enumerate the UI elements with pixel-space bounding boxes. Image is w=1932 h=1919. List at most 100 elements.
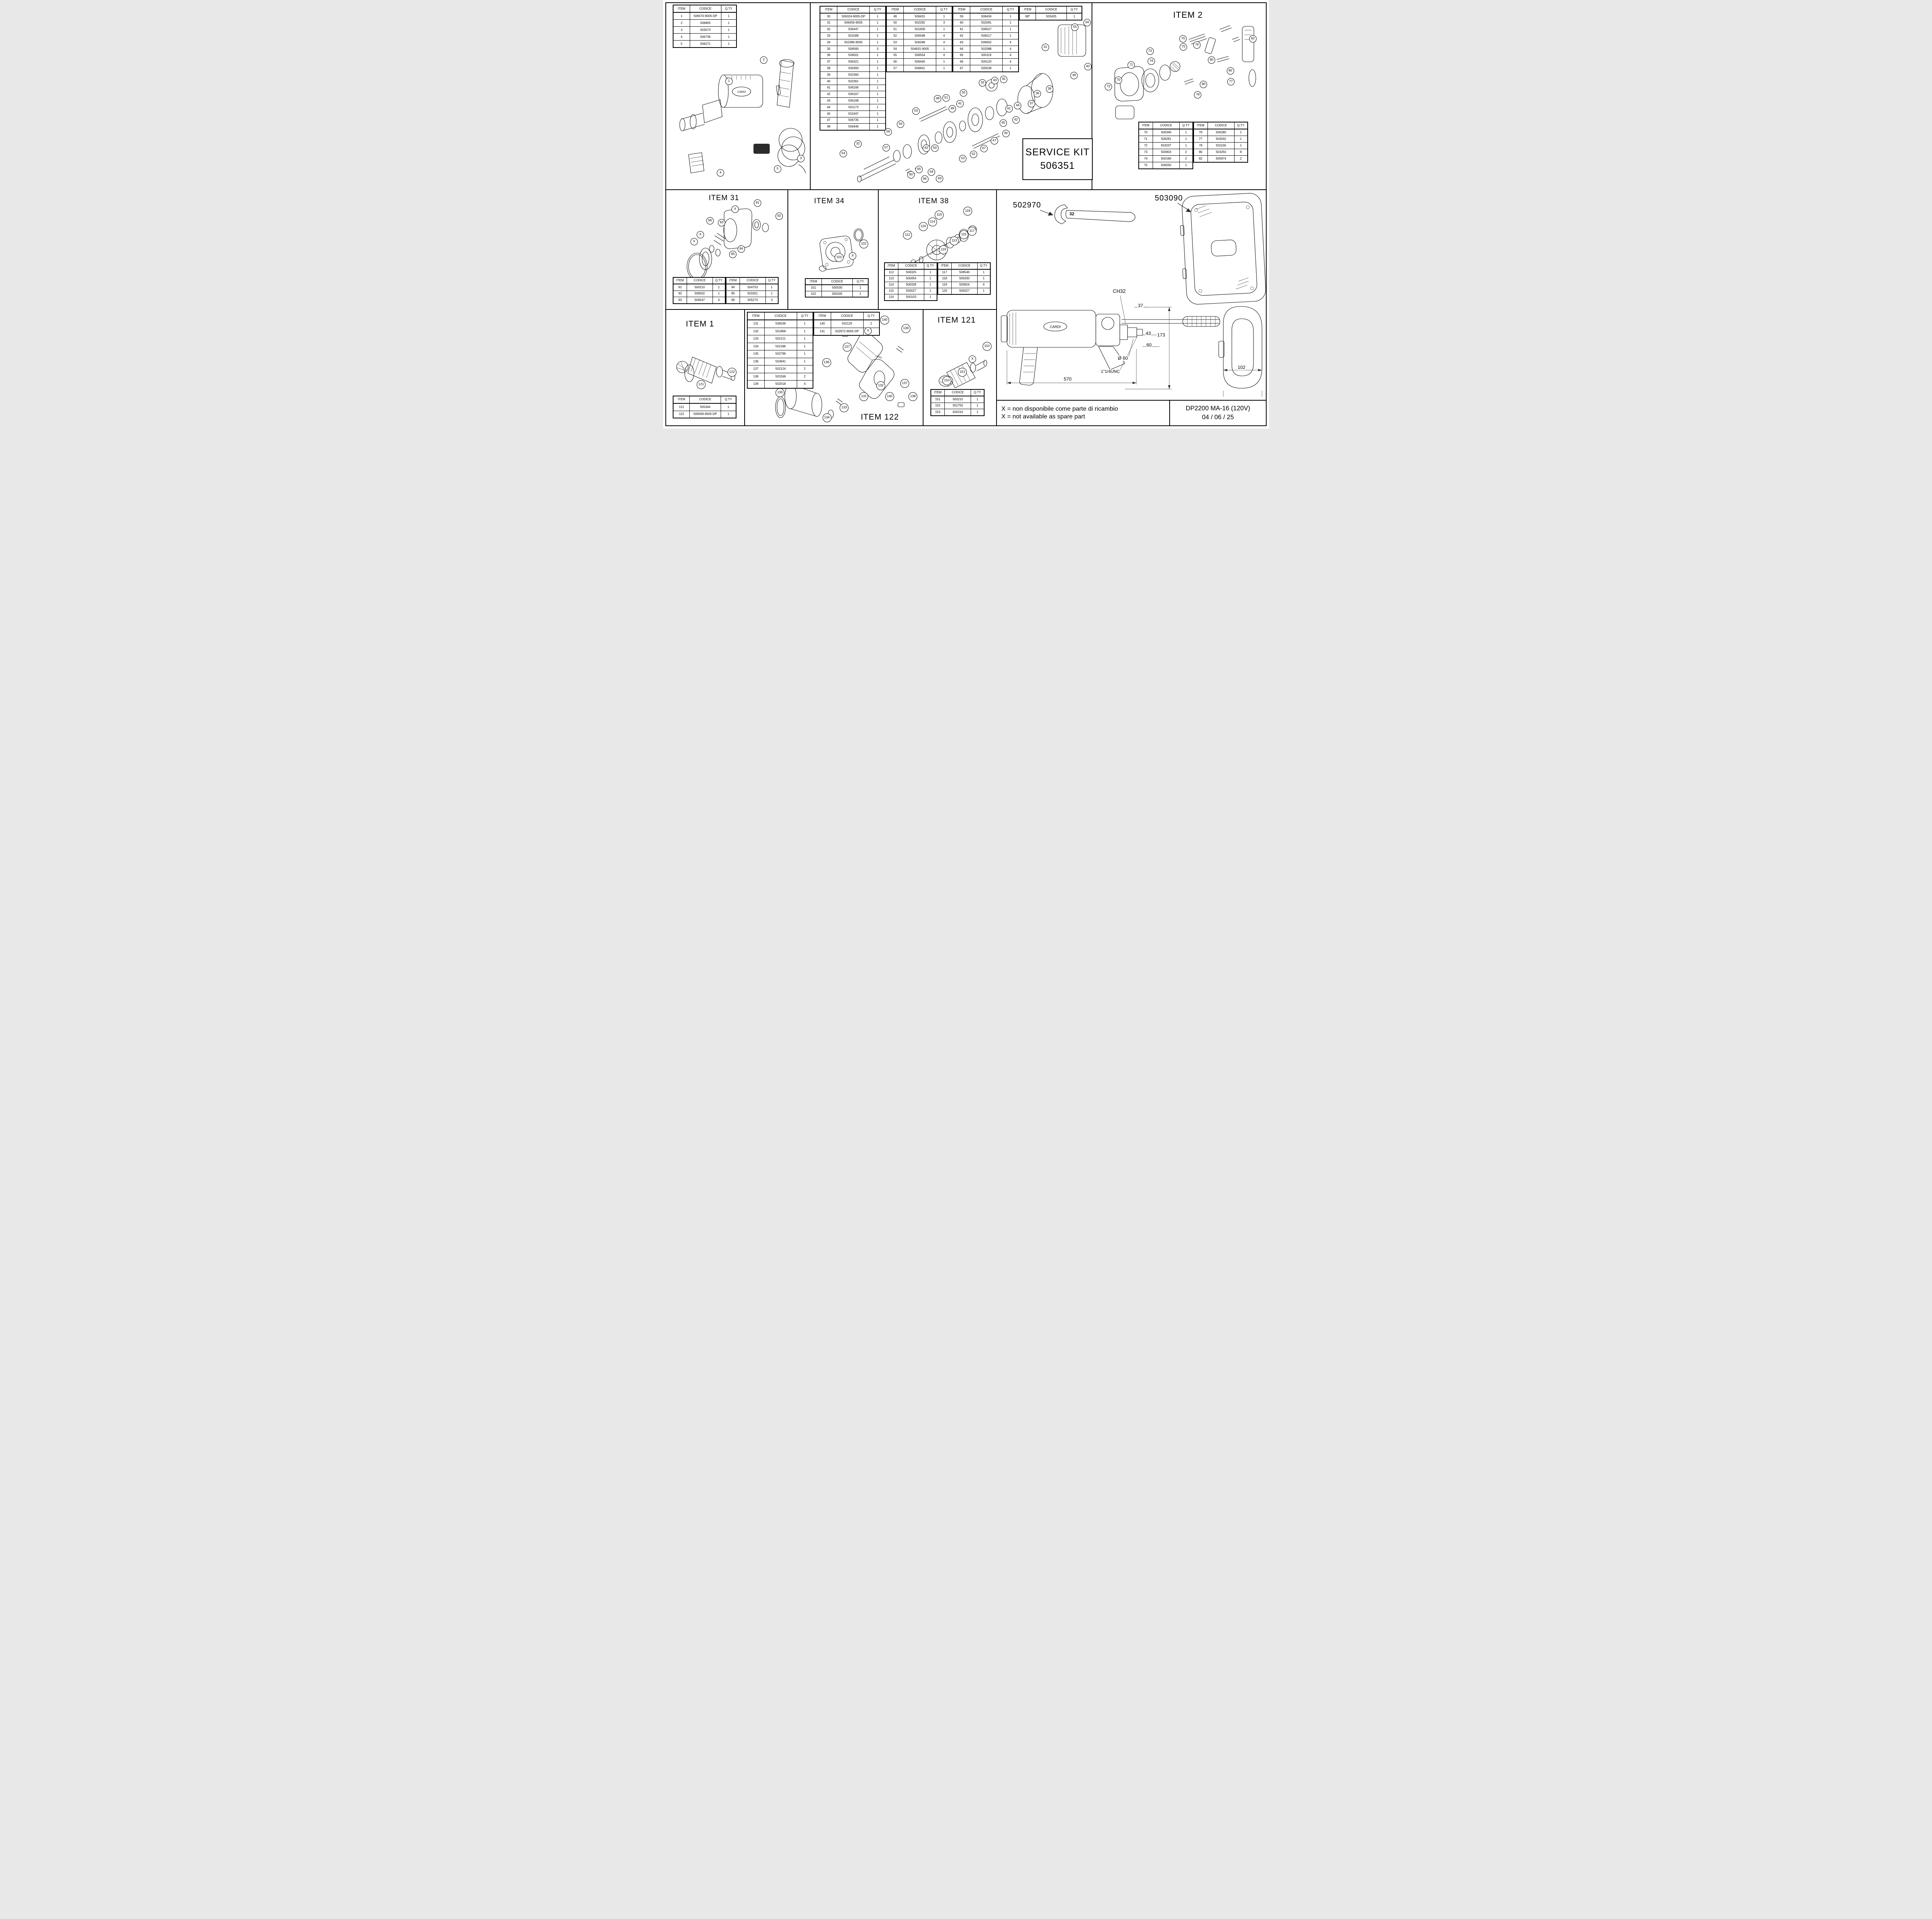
divider-v-item1 [744,309,745,426]
callout-balloon-50: 50 [931,144,939,152]
table-cell: 2 [1179,155,1193,162]
table-cell: 4 [1002,39,1019,46]
table-header-cell: Q.TY [923,262,937,270]
table-header-cell: ITEM [726,277,740,284]
table-cell: 1 [869,19,886,27]
table-cell: 4 [796,380,813,388]
table-cell: 1 [796,342,813,350]
table-cell: 500048 [903,32,937,39]
callout-balloon-102: 102 [859,239,868,248]
table-header-cell: ITEM [813,312,831,320]
table-cell: 501589 [837,32,870,39]
callout-balloon-152: 152 [982,342,992,351]
callout-balloon-52: 52 [969,151,977,158]
callout-balloon-94: 94 [737,245,745,253]
table-cell: 506502 [687,290,713,297]
table-cell: 500119 [970,52,1003,59]
table-cell: 4 [936,39,952,46]
dim-thread: 1"1/4UNC [1100,369,1121,374]
table-cell: 505344 [689,403,721,411]
callout-balloon-72: 72 [1105,83,1112,90]
table-cell: 504753 [740,284,766,291]
table-cell: 1 [765,284,779,291]
accessories-drawing: 32 [1039,193,1266,304]
table-cell: 132 [747,327,765,335]
table-cell: 30 [820,13,838,20]
callout-balloon-132: 132 [876,381,885,391]
table-cell: 114 [884,281,898,288]
table-cell: 136 [747,357,765,365]
table-cell: 112 [884,269,898,276]
table-cell: 134 [747,342,765,350]
table-header-cell: Q.TY [721,5,737,13]
table-cell: 48 [820,123,838,131]
table-cell: 502972-9005-DP [830,327,864,336]
callout-balloon-60: 60 [907,171,915,178]
callout-balloon-116: 116 [935,211,944,220]
table-cell: 1 [936,65,952,72]
table-cell: 113 [884,275,898,282]
table-header-cell: ITEM [1138,122,1153,129]
table-cell: 1 [869,39,886,46]
callout-balloon-114: 114 [928,218,937,227]
table-header-cell: CODICE [821,278,853,285]
callout-balloon-91: 91 [753,199,761,207]
callout-balloon-137: 137 [842,342,852,352]
dim-height: 173 [1157,332,1166,338]
table-cell: 94 [726,284,740,291]
table-cell: 502091 [970,19,1003,27]
table-header-cell: CODICE [687,277,713,284]
table-cell: 1 [721,26,737,34]
model-number: DP2200 MA-16 (120V) [1185,405,1250,412]
table-cell: 501750 [944,402,971,409]
svg-text:CARDI: CARDI [737,91,746,93]
table-header-cell: ITEM [673,5,690,13]
table-cell: 506348 [903,39,937,46]
table-cell: 1 [869,91,886,98]
callout-balloon-121: 121 [697,380,706,389]
callout-balloon-122: 122 [727,367,736,377]
callout-balloon-138: 138 [908,392,918,401]
table-cell: 8 [1234,149,1248,156]
table-cell: 139 [747,380,765,388]
table-cell: 1 [1234,129,1248,136]
callout-balloon-38: 38 [1070,71,1078,79]
callout-balloon-71: 71 [1128,61,1135,69]
callout-balloon-153: 153 [942,376,951,386]
table-cell: 506281 [1152,136,1180,143]
table-cell: 80 [1193,149,1208,156]
callout-balloon-70: 70 [1115,76,1122,84]
item2-title: ITEM 2 [1173,10,1203,20]
note-italian: X = non disponibile come parte di ricamb… [1001,406,1118,412]
divider-v-right-region [996,189,997,426]
table-cell: 4 [712,297,726,304]
table-cell: 501173 [837,104,870,111]
table-cell: 3 [936,19,952,27]
table-cell: 57 [886,65,904,72]
table-cell: 74 [1138,155,1153,162]
table-cell: 42 [820,91,838,98]
table-cell: 506517 [970,32,1003,39]
table-cell: 1 [721,12,737,20]
